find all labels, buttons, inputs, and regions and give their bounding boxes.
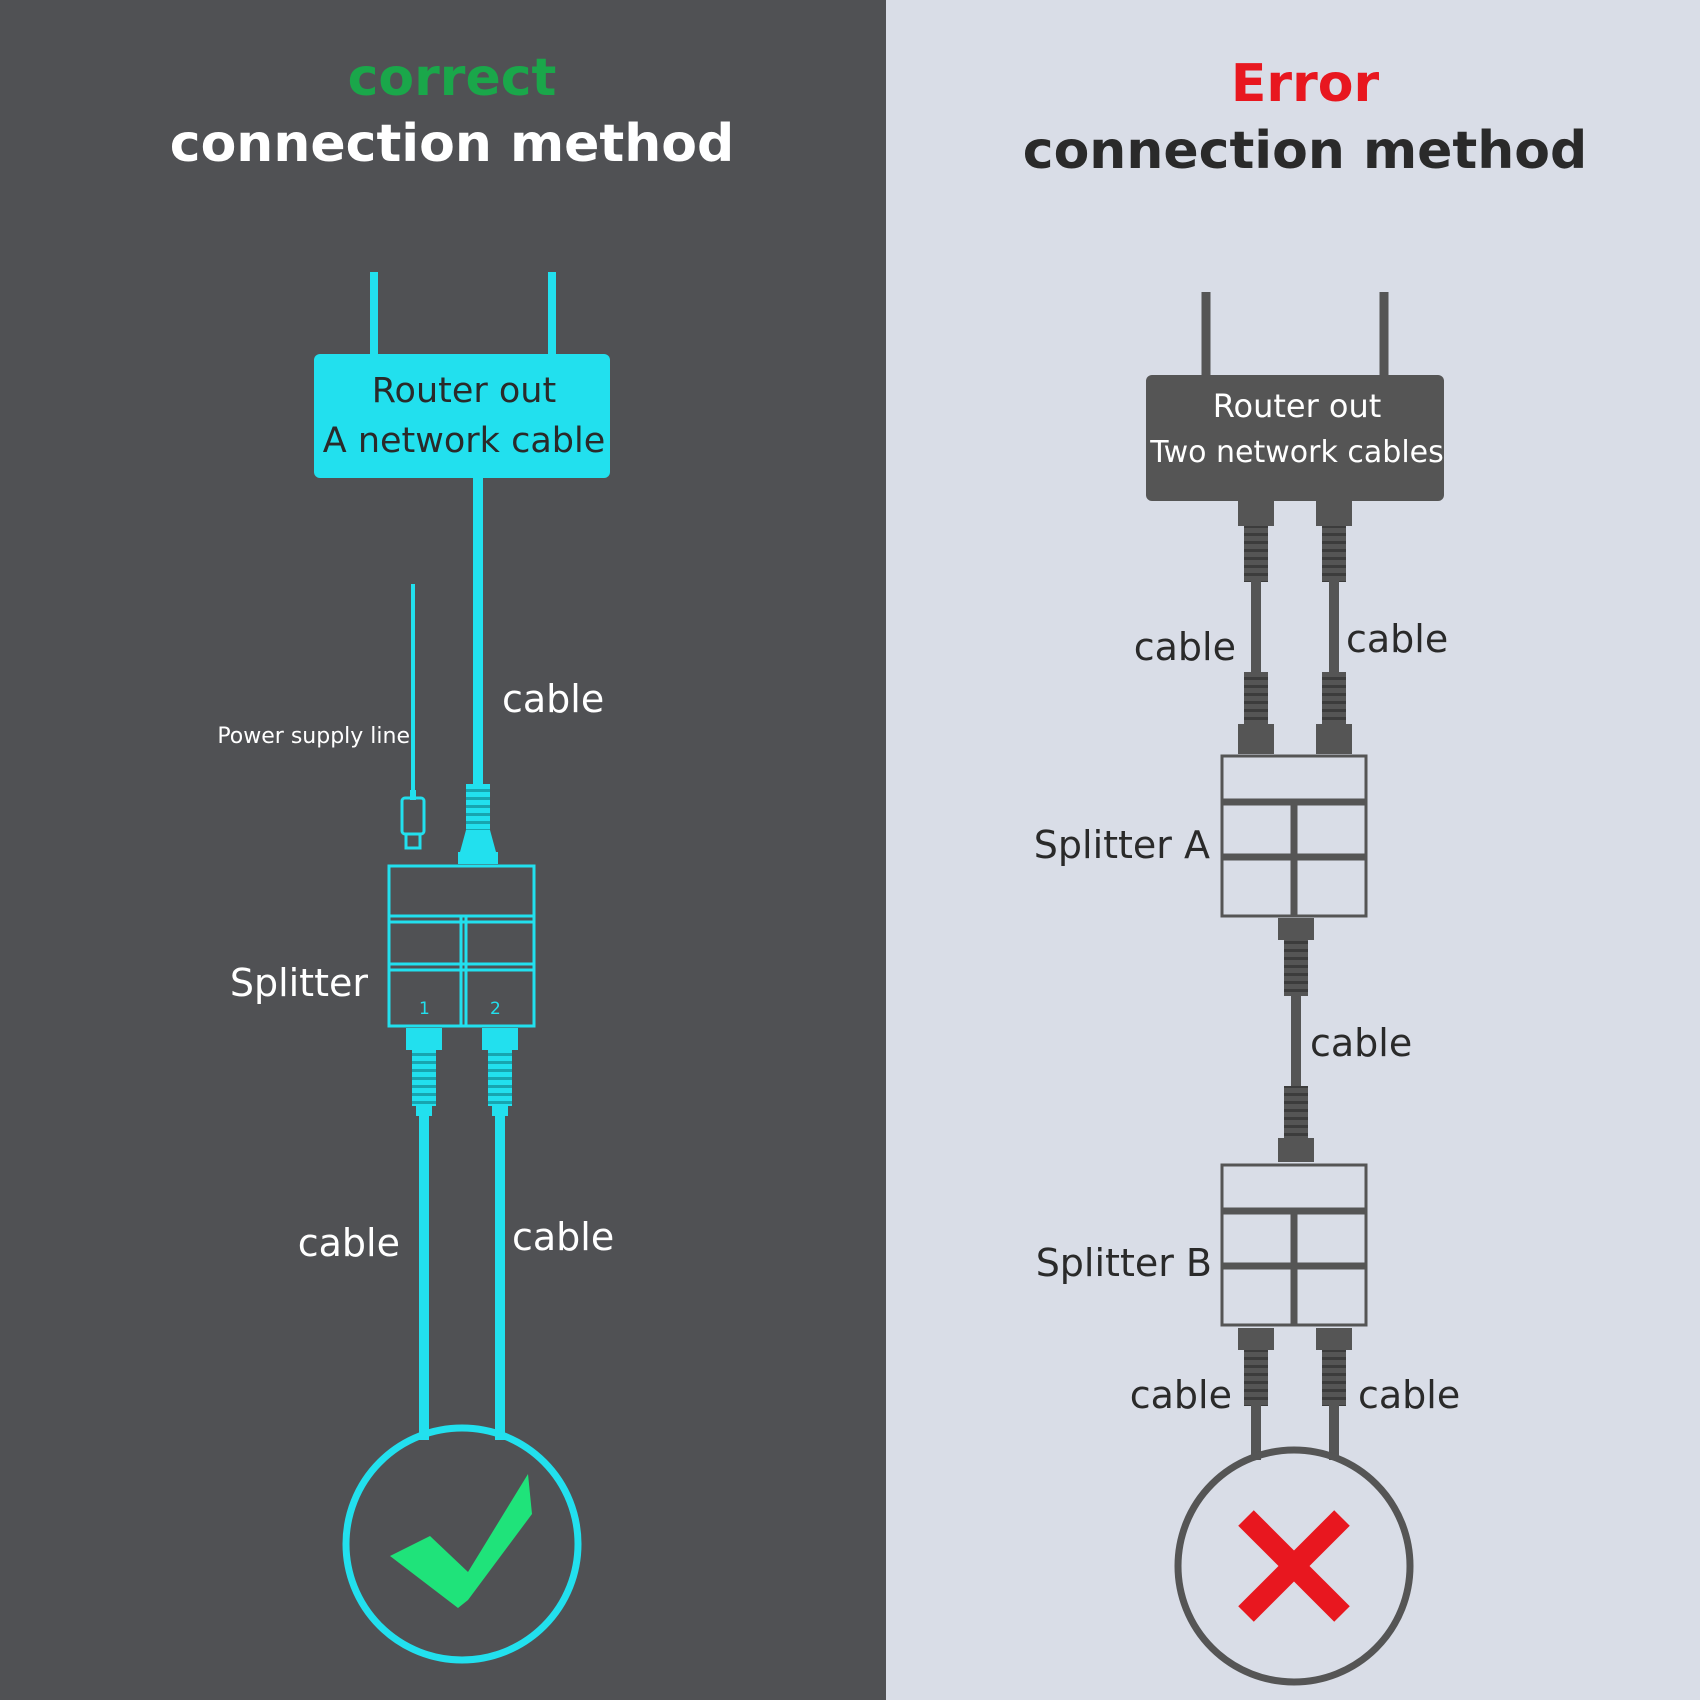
- rj45-plug-splitter-a-right: [1316, 672, 1352, 754]
- cable-label-bottom-left: cable: [297, 1221, 400, 1265]
- splitter-port-2: 2: [490, 999, 501, 1019]
- router-error-label-line1: Router out: [1212, 387, 1382, 425]
- error-heading-accent: Error: [1230, 54, 1380, 114]
- splitter-device: [387, 864, 536, 1028]
- router-error-label-line2: Two network cables: [1150, 435, 1444, 470]
- rj45-plug-top: [458, 784, 498, 864]
- router-label-line2: A network cable: [322, 421, 606, 461]
- power-plug: [400, 790, 426, 850]
- splitter-port-1: 1: [419, 999, 430, 1019]
- rj45-plug-splitter-b-left: [1238, 1328, 1274, 1406]
- splitter-a-label: Splitter A: [1033, 823, 1210, 867]
- checkmark-icon: [390, 1474, 532, 1608]
- splitter-b-device: [1220, 1163, 1368, 1327]
- router-box-correct: [314, 354, 610, 478]
- left-panel-background: [0, 0, 886, 1700]
- rj45-plug-splitter-b-in: [1278, 1086, 1314, 1162]
- rj45-plug-bottom-left: [406, 1028, 442, 1116]
- splitter-a-device: [1220, 754, 1368, 918]
- rj45-plug-bottom-right: [482, 1028, 518, 1116]
- router-box-error: [1146, 375, 1444, 501]
- power-supply-label: Power supply line: [217, 724, 410, 749]
- cable-label-bottom-right: cable: [512, 1215, 615, 1259]
- cable-label-middle-error: cable: [1310, 1021, 1413, 1065]
- cable-label-top-right-error: cable: [1346, 617, 1449, 661]
- cross-icon: [1238, 1510, 1350, 1622]
- correct-heading-accent: correct: [347, 48, 557, 108]
- rj45-plug-router-left: [1238, 500, 1274, 582]
- splitter-b-label: Splitter B: [1035, 1241, 1212, 1285]
- cable-label-top-left-error: cable: [1133, 625, 1236, 669]
- result-circle-error: [1174, 1446, 1414, 1686]
- cable-label-top: cable: [502, 677, 605, 721]
- router-label-line1: Router out: [371, 371, 557, 411]
- result-circle-correct: [342, 1424, 582, 1664]
- cable-label-bottom-left-error: cable: [1129, 1373, 1232, 1417]
- rj45-plug-splitter-a-out: [1278, 918, 1314, 996]
- error-heading-main: connection method: [1022, 121, 1588, 181]
- rj45-plug-splitter-b-right: [1316, 1328, 1352, 1406]
- rj45-plug-splitter-a-left: [1238, 672, 1274, 754]
- cable-label-bottom-right-error: cable: [1358, 1373, 1461, 1417]
- splitter-label: Splitter: [229, 961, 368, 1005]
- rj45-plug-router-right: [1316, 500, 1352, 582]
- correct-heading-main: connection method: [169, 114, 735, 174]
